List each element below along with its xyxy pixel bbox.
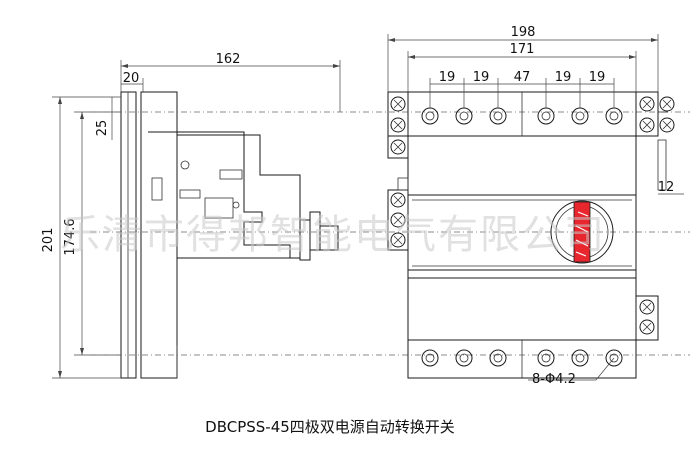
dim-pitch-3: 19 xyxy=(555,70,572,85)
dim-pitch-2: 19 xyxy=(473,70,490,85)
cross-screw-icon xyxy=(390,117,406,133)
terminal-screw-icon xyxy=(571,107,589,125)
terminal-screw-icon xyxy=(537,107,555,125)
terminal-screw-icon xyxy=(455,349,473,367)
dim-side-depth: 162 xyxy=(216,52,241,67)
drawing-caption: DBCPSS-45四极双电源自动转换开关 xyxy=(205,418,455,436)
front-view xyxy=(387,91,668,379)
cross-screw-icon xyxy=(639,299,655,315)
cross-screw-icon xyxy=(659,117,675,133)
terminal-screw-icon xyxy=(605,107,623,125)
dim-pitch-1: 19 xyxy=(439,70,456,85)
dim-pitch-4: 19 xyxy=(589,70,606,85)
terminal-screw-icon xyxy=(421,107,439,125)
cross-screw-icon xyxy=(390,212,406,228)
dim-side-top-offset: 25 xyxy=(95,120,110,137)
dim-mount-height: 174.6 xyxy=(63,218,78,255)
terminal-screw-icon xyxy=(455,107,473,125)
cross-screws xyxy=(390,96,675,335)
cross-screw-icon xyxy=(659,96,675,112)
cross-screw-icon xyxy=(390,139,406,155)
watermark-text: 乐清市得邦智能电气有限公司 xyxy=(60,212,606,258)
cross-screw-icon xyxy=(390,232,406,248)
dim-inner-width: 171 xyxy=(510,42,535,57)
dim-overall-width: 198 xyxy=(511,25,536,40)
terminal-screw-icon xyxy=(537,349,555,367)
terminal-screw-icon xyxy=(489,349,507,367)
cross-screw-icon xyxy=(639,319,655,335)
cross-screw-icon xyxy=(390,96,406,112)
terminal-screw-icon xyxy=(489,107,507,125)
dim-side-plate: 20 xyxy=(123,71,140,86)
terminal-screw-icon xyxy=(605,349,623,367)
side-view xyxy=(120,91,339,379)
dim-mount-holes: 8-Φ4.2 xyxy=(532,372,576,387)
terminal-screw-icon xyxy=(421,349,439,367)
dim-pitch-mid: 47 xyxy=(514,70,531,85)
rotary-handle-icon xyxy=(550,200,614,264)
dim-overall-height: 201 xyxy=(41,228,56,253)
front-dimensions: 198 171 19 19 47 19 19 12 8-Φ4.2 xyxy=(387,25,684,387)
cross-screw-icon xyxy=(639,117,655,133)
terminal-screw-icon xyxy=(571,349,589,367)
terminal-row-bottom xyxy=(421,349,623,367)
cross-screw-icon xyxy=(639,96,655,112)
dim-right-offset: 12 xyxy=(658,180,675,195)
side-dimensions: 162 20 201 174.6 25 xyxy=(41,52,341,379)
cross-screw-icon xyxy=(390,192,406,208)
